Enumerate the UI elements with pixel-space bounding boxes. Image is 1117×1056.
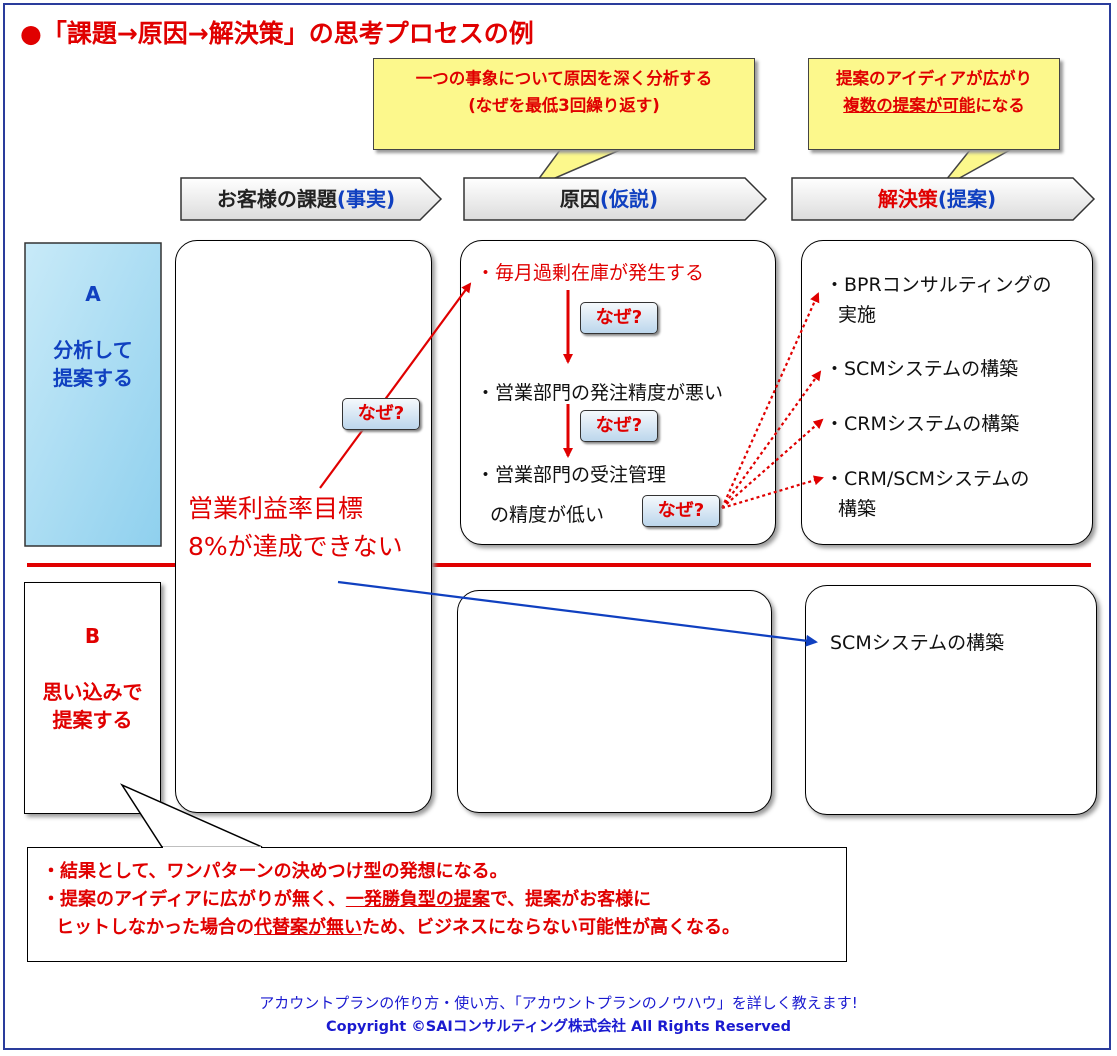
- issue-line2: 8%が達成できない: [188, 532, 403, 561]
- column-issue-tag: (事実): [336, 187, 396, 211]
- row-b-label: B 思い込みで 提案する: [24, 622, 161, 734]
- column-header-cause: 原因(仮説): [464, 180, 754, 218]
- cause-excess-inventory: ・毎月過剰在庫が発生する: [476, 262, 705, 284]
- why-badge-3: なぜ?: [642, 495, 720, 527]
- issue-box: [175, 240, 432, 813]
- row-b-box: [24, 582, 161, 814]
- cause-box-b: [457, 590, 772, 813]
- row-b-line2: 提案する: [52, 708, 133, 732]
- arrow-issue-to-cause: [319, 282, 472, 489]
- callout-right-rest: になる: [975, 96, 1025, 115]
- note-line3-pre: ヒットしなかった場合の: [56, 917, 254, 938]
- cause-box-a: [460, 240, 776, 545]
- solution-crm-scm-2: 構築: [838, 498, 877, 520]
- page-frame: [3, 3, 1111, 1050]
- column-header-solution: 解決策(提案): [792, 180, 1082, 218]
- footer-copyright: Copyright ©SAIコンサルティング株式会社 All Rights Re…: [326, 1019, 791, 1035]
- column-issue-label: お客様の課題: [216, 187, 337, 211]
- why-badge-2: なぜ?: [580, 410, 658, 442]
- callout-deep-analysis: 一つの事象について原因を深く分析する (なぜを最低3回繰り返す): [373, 58, 755, 150]
- solution-box-a: [801, 240, 1093, 545]
- solution-b-scm: SCMシステムの構築: [830, 632, 1005, 654]
- note-line3-underlined: 代替案が無い: [254, 917, 362, 938]
- note-line1: ・結果として、ワンパターンの決めつけ型の発想になる。: [42, 861, 508, 882]
- cause-order-management-2: の精度が低い: [490, 504, 605, 526]
- footer-line1: アカウントプランの作り方・使い方、「アカウントプランのノウハウ」を詳しく教えます…: [259, 994, 858, 1012]
- header-chevron-solution: [791, 177, 1096, 221]
- solution-crm-scm-1: ・CRM/SCMシステムの: [825, 468, 1030, 490]
- solution-bpr-2: 実施: [838, 304, 877, 326]
- column-cause-label: 原因: [559, 187, 600, 211]
- callout-left-line2: (なぜを最低3回繰り返す): [468, 96, 660, 115]
- callout-left-line1: 一つの事象について原因を深く分析する: [415, 69, 713, 88]
- header-chevron-issue: [180, 177, 443, 221]
- note-line2-post: で、提案がお客様に: [489, 889, 652, 910]
- cause-order-management-1: ・営業部門の受注管理: [476, 464, 667, 486]
- callout-multiple-proposals: 提案のアイディアが広がり 複数の提案が可能になる: [808, 58, 1060, 150]
- callout-right-line1: 提案のアイディアが広がり: [835, 69, 1033, 88]
- cause-order-accuracy: ・営業部門の発注精度が悪い: [476, 382, 724, 404]
- note-line2-underlined: 一発勝負型の提案: [345, 889, 490, 910]
- conclusion-note: ・結果として、ワンパターンの決めつけ型の発想になる。 ・提案のアイディアに広がり…: [27, 847, 847, 962]
- row-b-letter: B: [84, 624, 101, 648]
- header-chevron-cause: [463, 177, 768, 221]
- page-title: ●「課題→原因→解決策」の思考プロセスの例: [20, 19, 534, 48]
- solution-crm: ・CRMシステムの構築: [825, 413, 1020, 435]
- note-line3-post: ため、ビジネスにならない可能性が高くなる。: [362, 917, 740, 938]
- row-a-letter: A: [85, 282, 101, 306]
- solution-bpr-1: ・BPRコンサルティングの: [825, 274, 1052, 296]
- column-solution-label: 解決策: [877, 187, 938, 211]
- row-a-line1: 分析して: [53, 338, 133, 362]
- solution-box-b: [805, 585, 1097, 815]
- row-b-line1: 思い込みで: [42, 680, 143, 704]
- issue-text: 営業利益率目標 8%が達成できない: [188, 490, 403, 566]
- callout-right-underlined: 複数の提案が可能: [843, 96, 976, 115]
- arrow-blue-direct: [337, 580, 818, 647]
- note-line2-pre: ・提案のアイディアに広がりが無く、: [42, 889, 346, 910]
- row-a-box: [24, 242, 162, 547]
- arrow-dotted-crm: [721, 418, 824, 509]
- issue-line1: 営業利益率目標: [188, 494, 364, 523]
- why-badge-1: なぜ?: [580, 302, 658, 334]
- column-header-issue: お客様の課題(事実): [181, 180, 431, 218]
- row-a-line2: 提案する: [53, 366, 133, 390]
- solution-scm: ・SCMシステムの構築: [825, 358, 1019, 380]
- column-solution-tag: (提案): [937, 187, 997, 211]
- arrow-dotted-scm: [721, 370, 822, 509]
- why-badge-issue: なぜ?: [342, 398, 420, 430]
- row-a-label: A 分析して 提案する: [25, 280, 161, 392]
- column-cause-tag: (仮説): [599, 187, 659, 211]
